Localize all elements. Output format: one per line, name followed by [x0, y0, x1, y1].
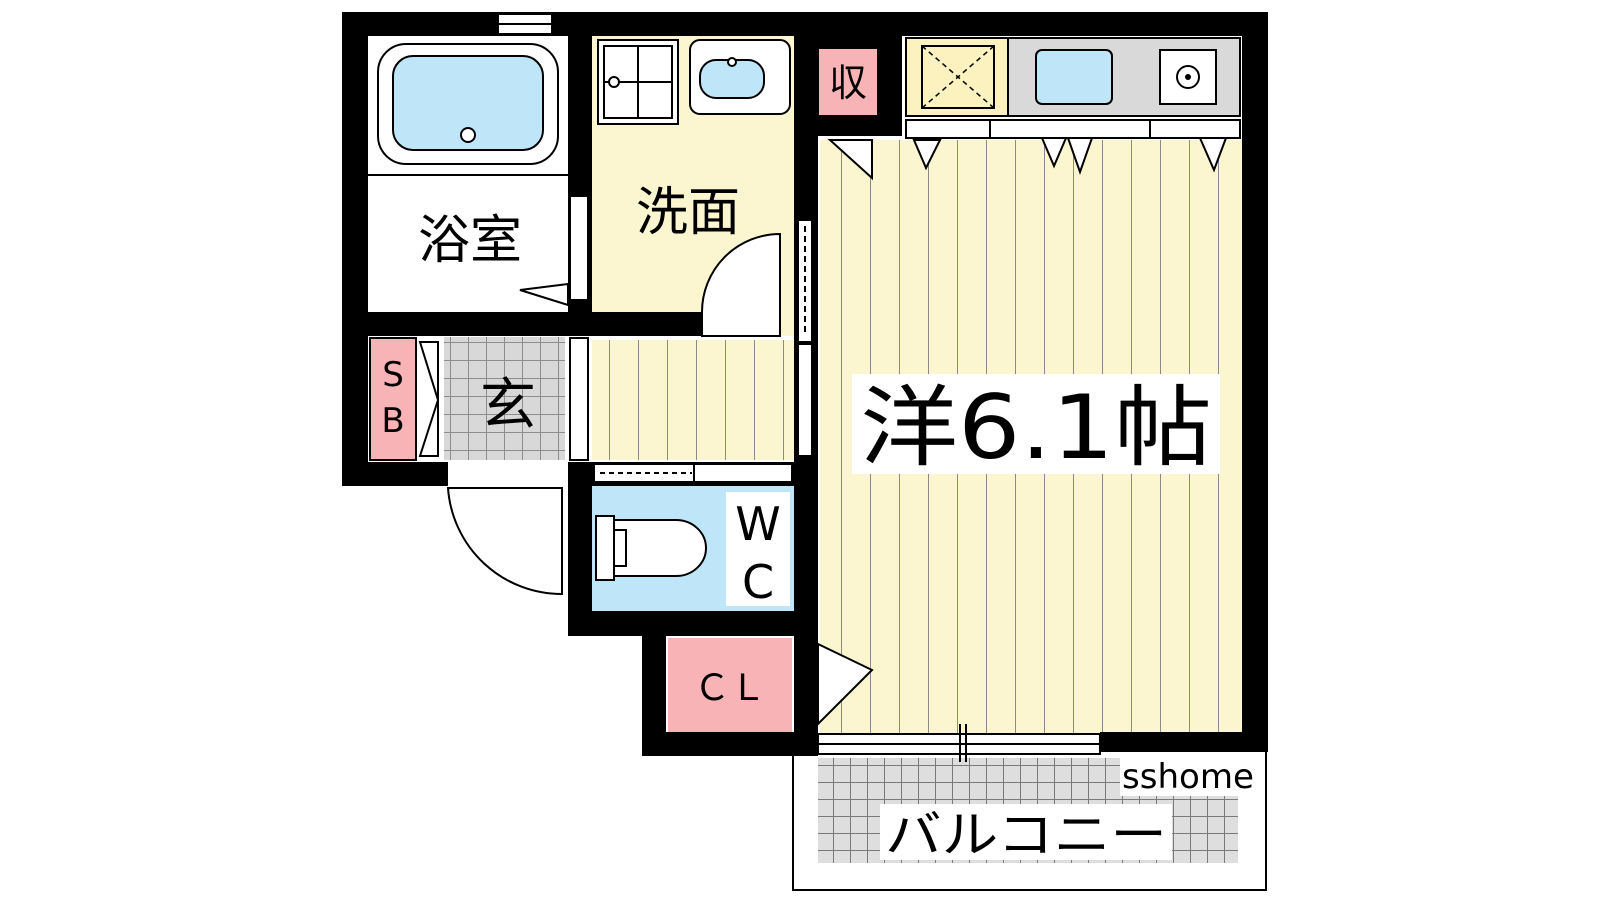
- kitchen-sink: [1035, 49, 1113, 105]
- watermark-bg: [1120, 756, 1256, 796]
- western-room-label: 洋6.1帖: [860, 376, 1212, 479]
- washroom-label: 洗面: [636, 183, 740, 243]
- closet: [668, 638, 792, 732]
- bath-door: [519, 282, 569, 307]
- toilet-label-2: C: [742, 555, 774, 609]
- hall-floor: [592, 340, 794, 460]
- watermark: sshome: [1122, 757, 1254, 797]
- bathtub-drain: [460, 127, 476, 143]
- cabinet-doors: [912, 137, 1228, 176]
- entrance-floor: [444, 337, 565, 460]
- shoe-box-label-2: B: [381, 401, 404, 441]
- western-label-bg: [852, 374, 1220, 474]
- shoe-box-doors: [418, 341, 439, 457]
- toilet-label-box: [726, 492, 790, 606]
- shoe-box: [369, 337, 417, 461]
- shoe-box-label-1: S: [382, 355, 404, 395]
- balcony-label: バルコニー: [885, 806, 1167, 864]
- toilet-tank: [595, 515, 615, 581]
- washroom-door: [701, 232, 781, 337]
- storage-door: [827, 139, 873, 181]
- toilet-bowl: [613, 519, 707, 577]
- storage: [817, 47, 879, 117]
- toilet-label-1: W: [735, 497, 780, 551]
- closet-label: ＣＬ: [694, 668, 766, 709]
- upper-cabinets: [905, 119, 1241, 139]
- entrance-door: [446, 487, 563, 596]
- bathtub-water: [392, 55, 544, 151]
- storage-label: 収: [829, 61, 867, 105]
- bath-label: 浴室: [418, 211, 522, 271]
- closet-door: [817, 642, 874, 727]
- balcony-label-bg: [880, 804, 1172, 860]
- entrance-label: 玄: [480, 373, 536, 438]
